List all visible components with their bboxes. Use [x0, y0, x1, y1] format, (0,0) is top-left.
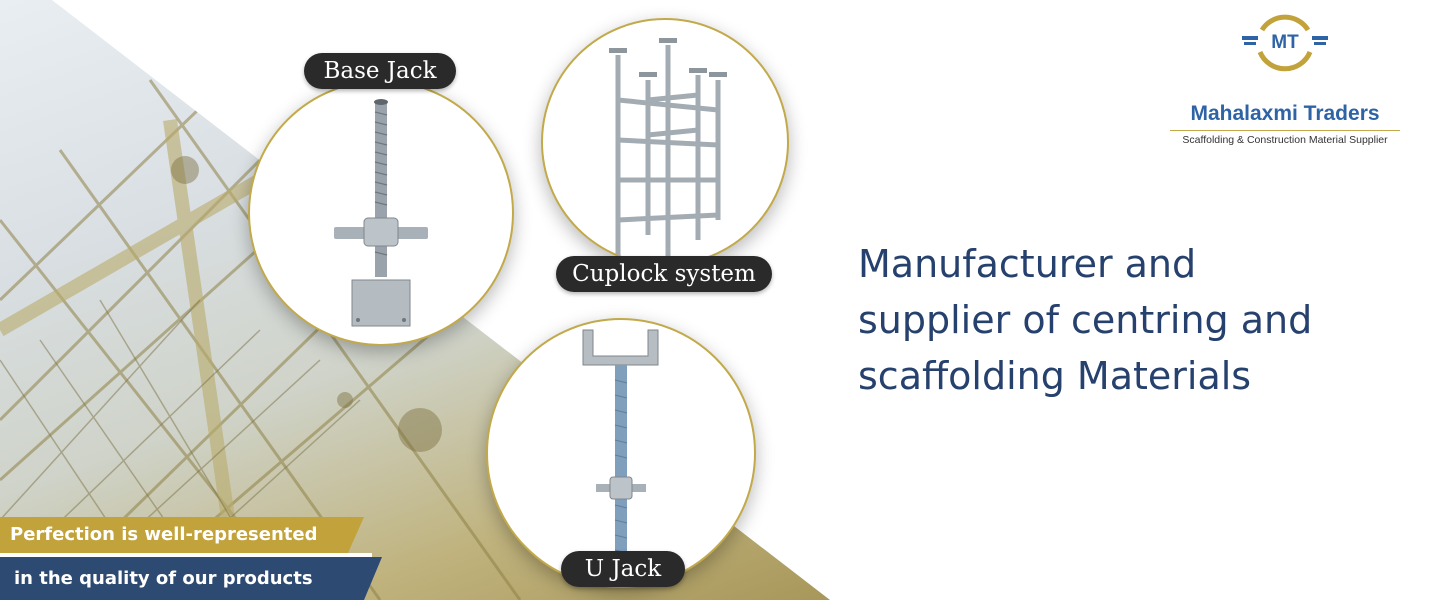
u-jack-label: U Jack [561, 551, 685, 587]
brand-logo: MT Mahalaxmi Traders Scaffolding & Const… [1160, 12, 1410, 148]
brand-tagline: Scaffolding & Construction Material Supp… [1182, 134, 1388, 146]
cuplock-system-image [541, 18, 789, 266]
slogan-divider [0, 553, 372, 557]
headline-line-2: supplier of centring and [858, 298, 1313, 342]
base-jack-illustration [334, 99, 428, 327]
u-jack-image [486, 318, 756, 588]
headline: Manufacturer and supplier of centring an… [858, 236, 1418, 404]
emblem-text: MT [1271, 32, 1299, 53]
slogan-band-blue: in the quality of our products [0, 557, 382, 600]
cuplock-system-label: Cuplock system [556, 256, 772, 292]
headline-line-1: Manufacturer and [858, 242, 1197, 286]
mt-emblem-icon: MT [1242, 14, 1328, 72]
slogan-band-gold: Perfection is well-represented [0, 517, 364, 553]
base-jack-image [248, 80, 514, 346]
base-jack-label: Base Jack [304, 53, 456, 89]
headline-line-3: scaffolding Materials [858, 354, 1252, 398]
brand-name: Mahalaxmi Traders [1190, 102, 1380, 125]
u-jack-illustration [582, 329, 659, 580]
brand-divider [1170, 130, 1400, 131]
cuplock-illustration [609, 38, 727, 260]
